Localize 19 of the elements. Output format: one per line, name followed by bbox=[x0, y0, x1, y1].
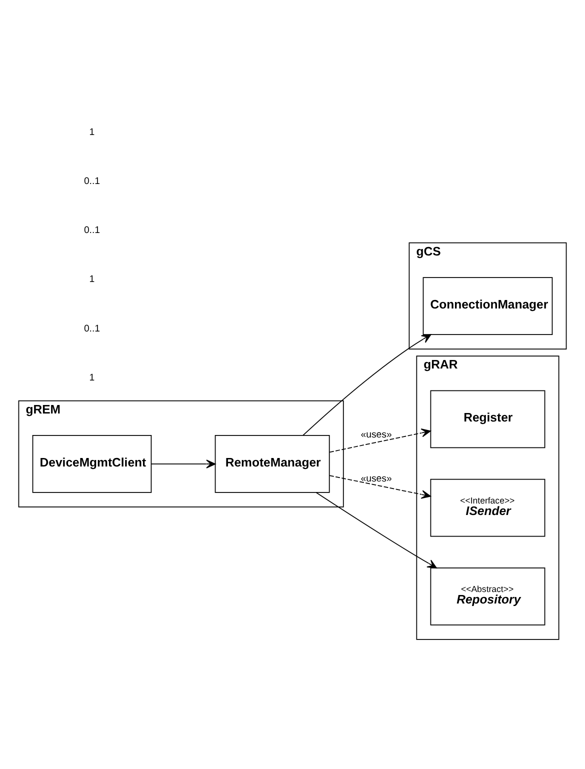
node-box: <<Abstract>> Repository bbox=[430, 567, 546, 625]
label: 1 bbox=[89, 372, 95, 383]
arrow bbox=[329, 474, 431, 498]
edge-label: «uses» bbox=[360, 428, 392, 440]
arrow bbox=[316, 492, 437, 568]
arrow bbox=[329, 428, 431, 452]
label: 0..1 bbox=[84, 175, 100, 186]
label: 0..1 bbox=[84, 224, 100, 236]
label: 1 bbox=[89, 274, 95, 285]
label: 0..1 bbox=[84, 322, 100, 334]
node-box: Register bbox=[430, 390, 546, 448]
node-box: RemoteManager bbox=[214, 434, 330, 492]
node-box: DeviceMgmtClient bbox=[32, 434, 152, 492]
edge-label: «uses» bbox=[360, 472, 392, 484]
node-box: <<Interface>> ISender bbox=[430, 478, 546, 536]
arrow bbox=[150, 459, 216, 468]
node-box: ConnectionManager bbox=[422, 276, 553, 334]
label: 1 bbox=[89, 126, 95, 138]
arrow bbox=[302, 334, 432, 436]
